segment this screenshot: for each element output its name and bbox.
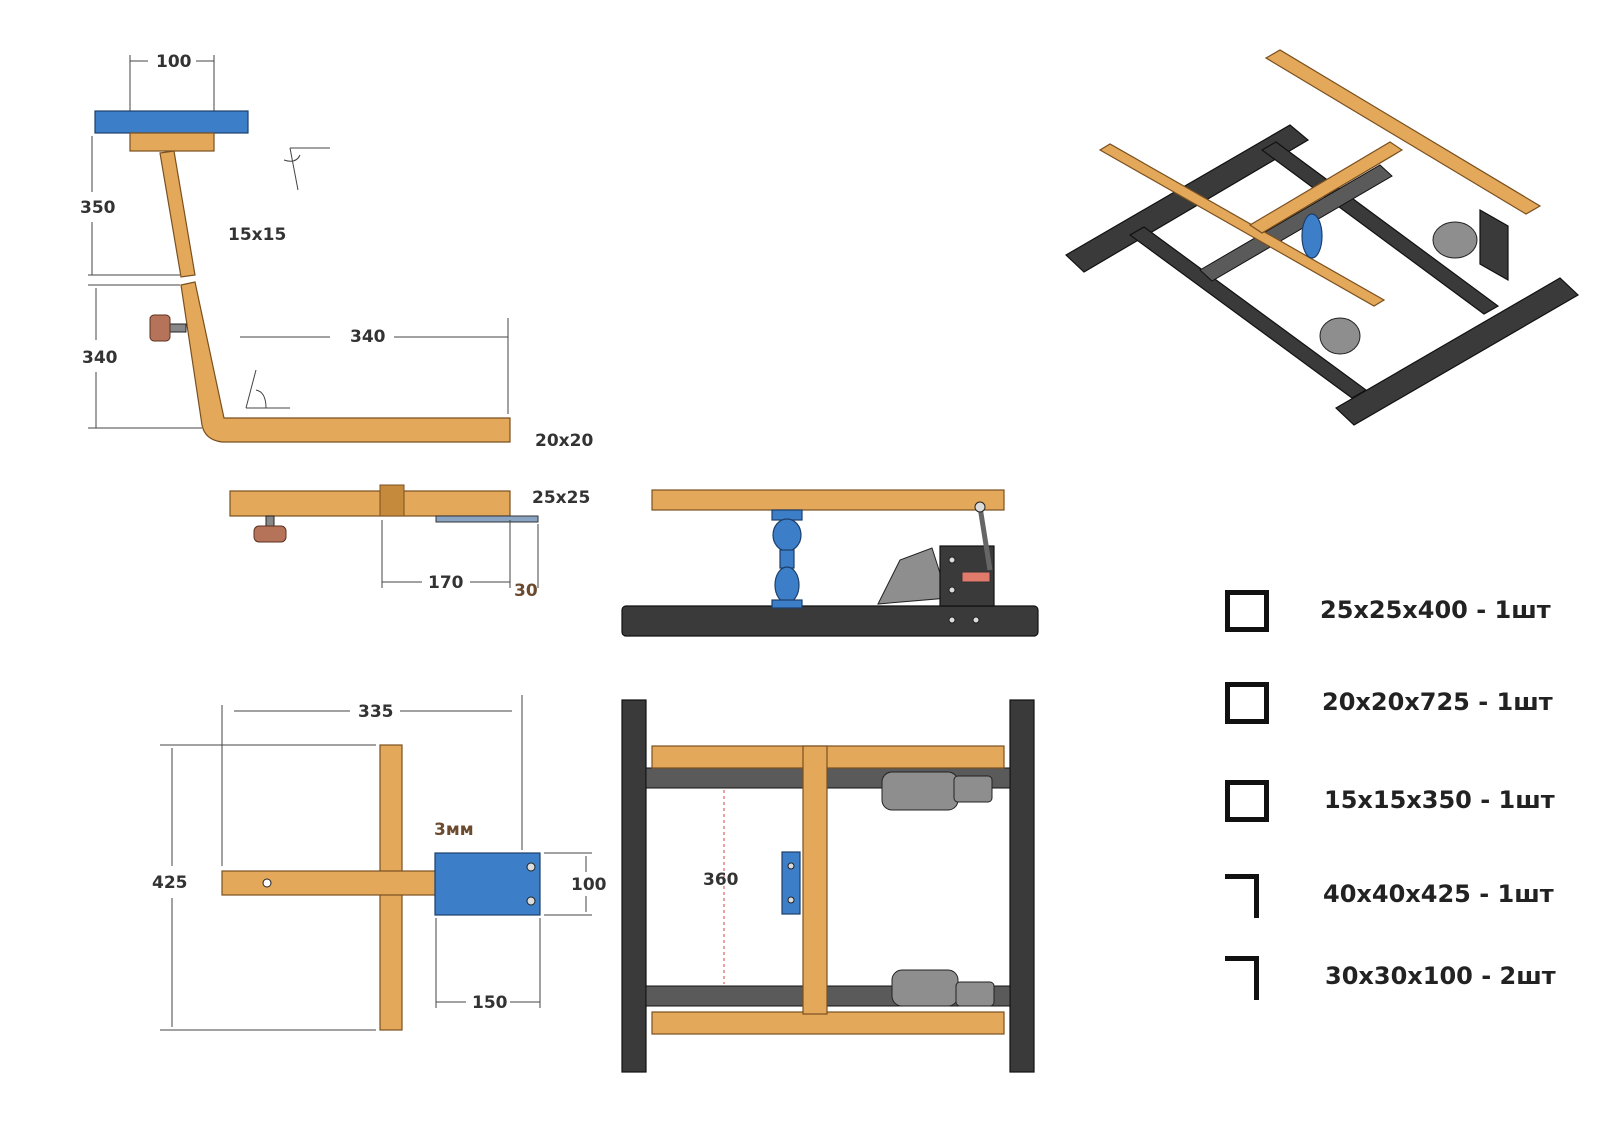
- seat-pad: [94, 110, 249, 134]
- square-tube-icon: [1225, 682, 1269, 724]
- iso-wood-bar-3: [1248, 141, 1404, 234]
- frame-left-rail: [621, 699, 647, 1073]
- dim-425: 425: [152, 873, 188, 893]
- front-wood-bar: [651, 489, 1005, 511]
- plate-thickness-label: 3мм: [434, 820, 474, 840]
- legend-row: 40x40x425 - 1шт: [1225, 874, 1585, 918]
- legend-row: 30x30x100 - 2шт: [1225, 956, 1585, 1000]
- frame-wood-bottom: [651, 1011, 1005, 1035]
- frame-wood-center: [802, 745, 828, 1015]
- iso-motor-2: [1319, 317, 1361, 355]
- seat-mount-bar: [129, 132, 215, 152]
- legend-row: 20x20x725 - 1шт: [1225, 682, 1585, 726]
- dim-100-plate: 100: [571, 875, 607, 895]
- side-view: 100 350 340 340 15x15 20x20: [80, 52, 593, 451]
- iso-bracket: [1479, 208, 1509, 282]
- dim-horizontal: 340: [350, 327, 386, 347]
- dim-upper-height: 350: [80, 198, 116, 218]
- bar-plate: [435, 515, 539, 523]
- legend-label: 30x30x100 - 2шт: [1325, 962, 1556, 990]
- bar-25x25: [229, 490, 511, 517]
- dim-lower-height: 340: [82, 348, 118, 368]
- frame-top-view: 360: [621, 699, 1035, 1073]
- lower-bent-bar: [180, 281, 511, 443]
- bar-joint: [379, 484, 405, 517]
- front-steel-frame: [621, 605, 1039, 637]
- legend-label: 15x15x350 - 1шт: [1324, 786, 1555, 814]
- dim-170: 170: [428, 573, 464, 593]
- frame-motor-bottom: [891, 969, 959, 1007]
- legend-row: 25x25x400 - 1шт: [1225, 590, 1585, 634]
- legend-label: 25x25x400 - 1шт: [1320, 596, 1551, 624]
- bar-profile-label: 25x25: [532, 488, 590, 508]
- legend-row: 15x15x350 - 1шт: [1225, 780, 1585, 824]
- dim-335: 335: [358, 702, 394, 722]
- bar-view: 25x25 170 30: [229, 484, 590, 601]
- square-tube-icon: [1225, 590, 1269, 632]
- iso-crossbar-front: [1128, 226, 1368, 399]
- iso-crossbar-mid: [1199, 164, 1393, 282]
- angle-profile-icon: [1225, 956, 1259, 1000]
- frame-wood-top: [651, 745, 1005, 769]
- front-view: [621, 489, 1039, 637]
- iso-motor-1: [1432, 221, 1478, 259]
- iso-rail-right: [1335, 277, 1579, 426]
- iso-wood-bar-2: [1264, 49, 1542, 215]
- plan-mount-plate: [434, 852, 541, 916]
- dim-360: 360: [703, 870, 739, 890]
- angle-marker-top: [283, 147, 330, 191]
- bar-knob: [253, 525, 287, 543]
- profile-lower-label: 20x20: [535, 431, 593, 451]
- legend-label: 20x20x725 - 1шт: [1322, 688, 1553, 716]
- dim-30: 30: [514, 581, 538, 601]
- angle-marker-bottom: [245, 369, 290, 409]
- plan-view: 335 425 100 150 3мм: [152, 695, 607, 1031]
- iso-pivot: [1301, 213, 1323, 259]
- adjustment-knob: [149, 314, 171, 342]
- front-motor: [877, 547, 949, 605]
- upper-column: [159, 150, 196, 278]
- dim-top-width: 100: [156, 52, 192, 72]
- isometric-view: [1065, 49, 1579, 426]
- iso-wood-bar-1: [1098, 143, 1386, 307]
- pivot-base-plate: [771, 599, 803, 609]
- legend-label: 40x40x425 - 1шт: [1323, 880, 1554, 908]
- square-tube-icon: [1225, 780, 1269, 822]
- frame-mount-plate: [781, 851, 801, 915]
- dim-150: 150: [472, 993, 508, 1013]
- profile-upper-label: 15x15: [228, 225, 286, 245]
- frame-right-rail: [1009, 699, 1035, 1073]
- frame-motor-top: [881, 771, 959, 811]
- angle-profile-icon: [1225, 874, 1259, 918]
